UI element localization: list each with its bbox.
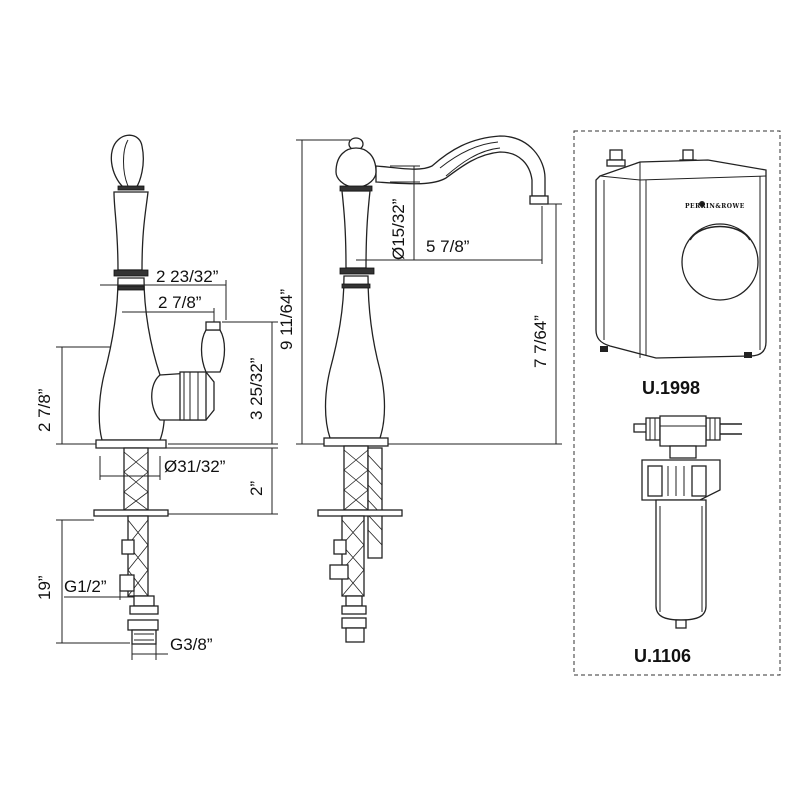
dim-handle-offset: 2 7/8” (158, 293, 202, 312)
water-filter (633, 415, 742, 629)
dim-thread-a: G1/2” (64, 577, 107, 596)
dim-spout-diameter: Ø15/32” (389, 198, 408, 260)
dim-spout-reach: 5 7/8” (426, 237, 470, 256)
hot-water-tank (595, 149, 767, 359)
dim-shank-length: 2” (247, 481, 266, 496)
front-dimension-lines (56, 280, 278, 660)
filter-model-label: U.1106 (634, 646, 691, 666)
dim-total-height: 9 11/64” (277, 289, 296, 350)
tank-model-label: U.1998 (642, 378, 700, 398)
accessories-frame (573, 130, 781, 676)
tank-brand-label: PERRIN&ROWE (685, 203, 745, 210)
dim-spout-height: 7 7/64” (531, 315, 550, 368)
dim-base-height: 2 7/8” (35, 388, 54, 432)
faucet-front-view (93, 134, 226, 645)
dim-thread-b: G3/8” (170, 635, 213, 654)
dim-spout-reach-vertical: 2 23/32” (156, 267, 219, 286)
side-dimension-lines (296, 139, 562, 445)
faucet-side-view (317, 135, 549, 643)
dim-handle-height: 3 25/32” (247, 357, 266, 420)
dim-hose-length: 19” (35, 575, 54, 600)
dim-base-diameter: Ø31/32” (164, 457, 226, 476)
